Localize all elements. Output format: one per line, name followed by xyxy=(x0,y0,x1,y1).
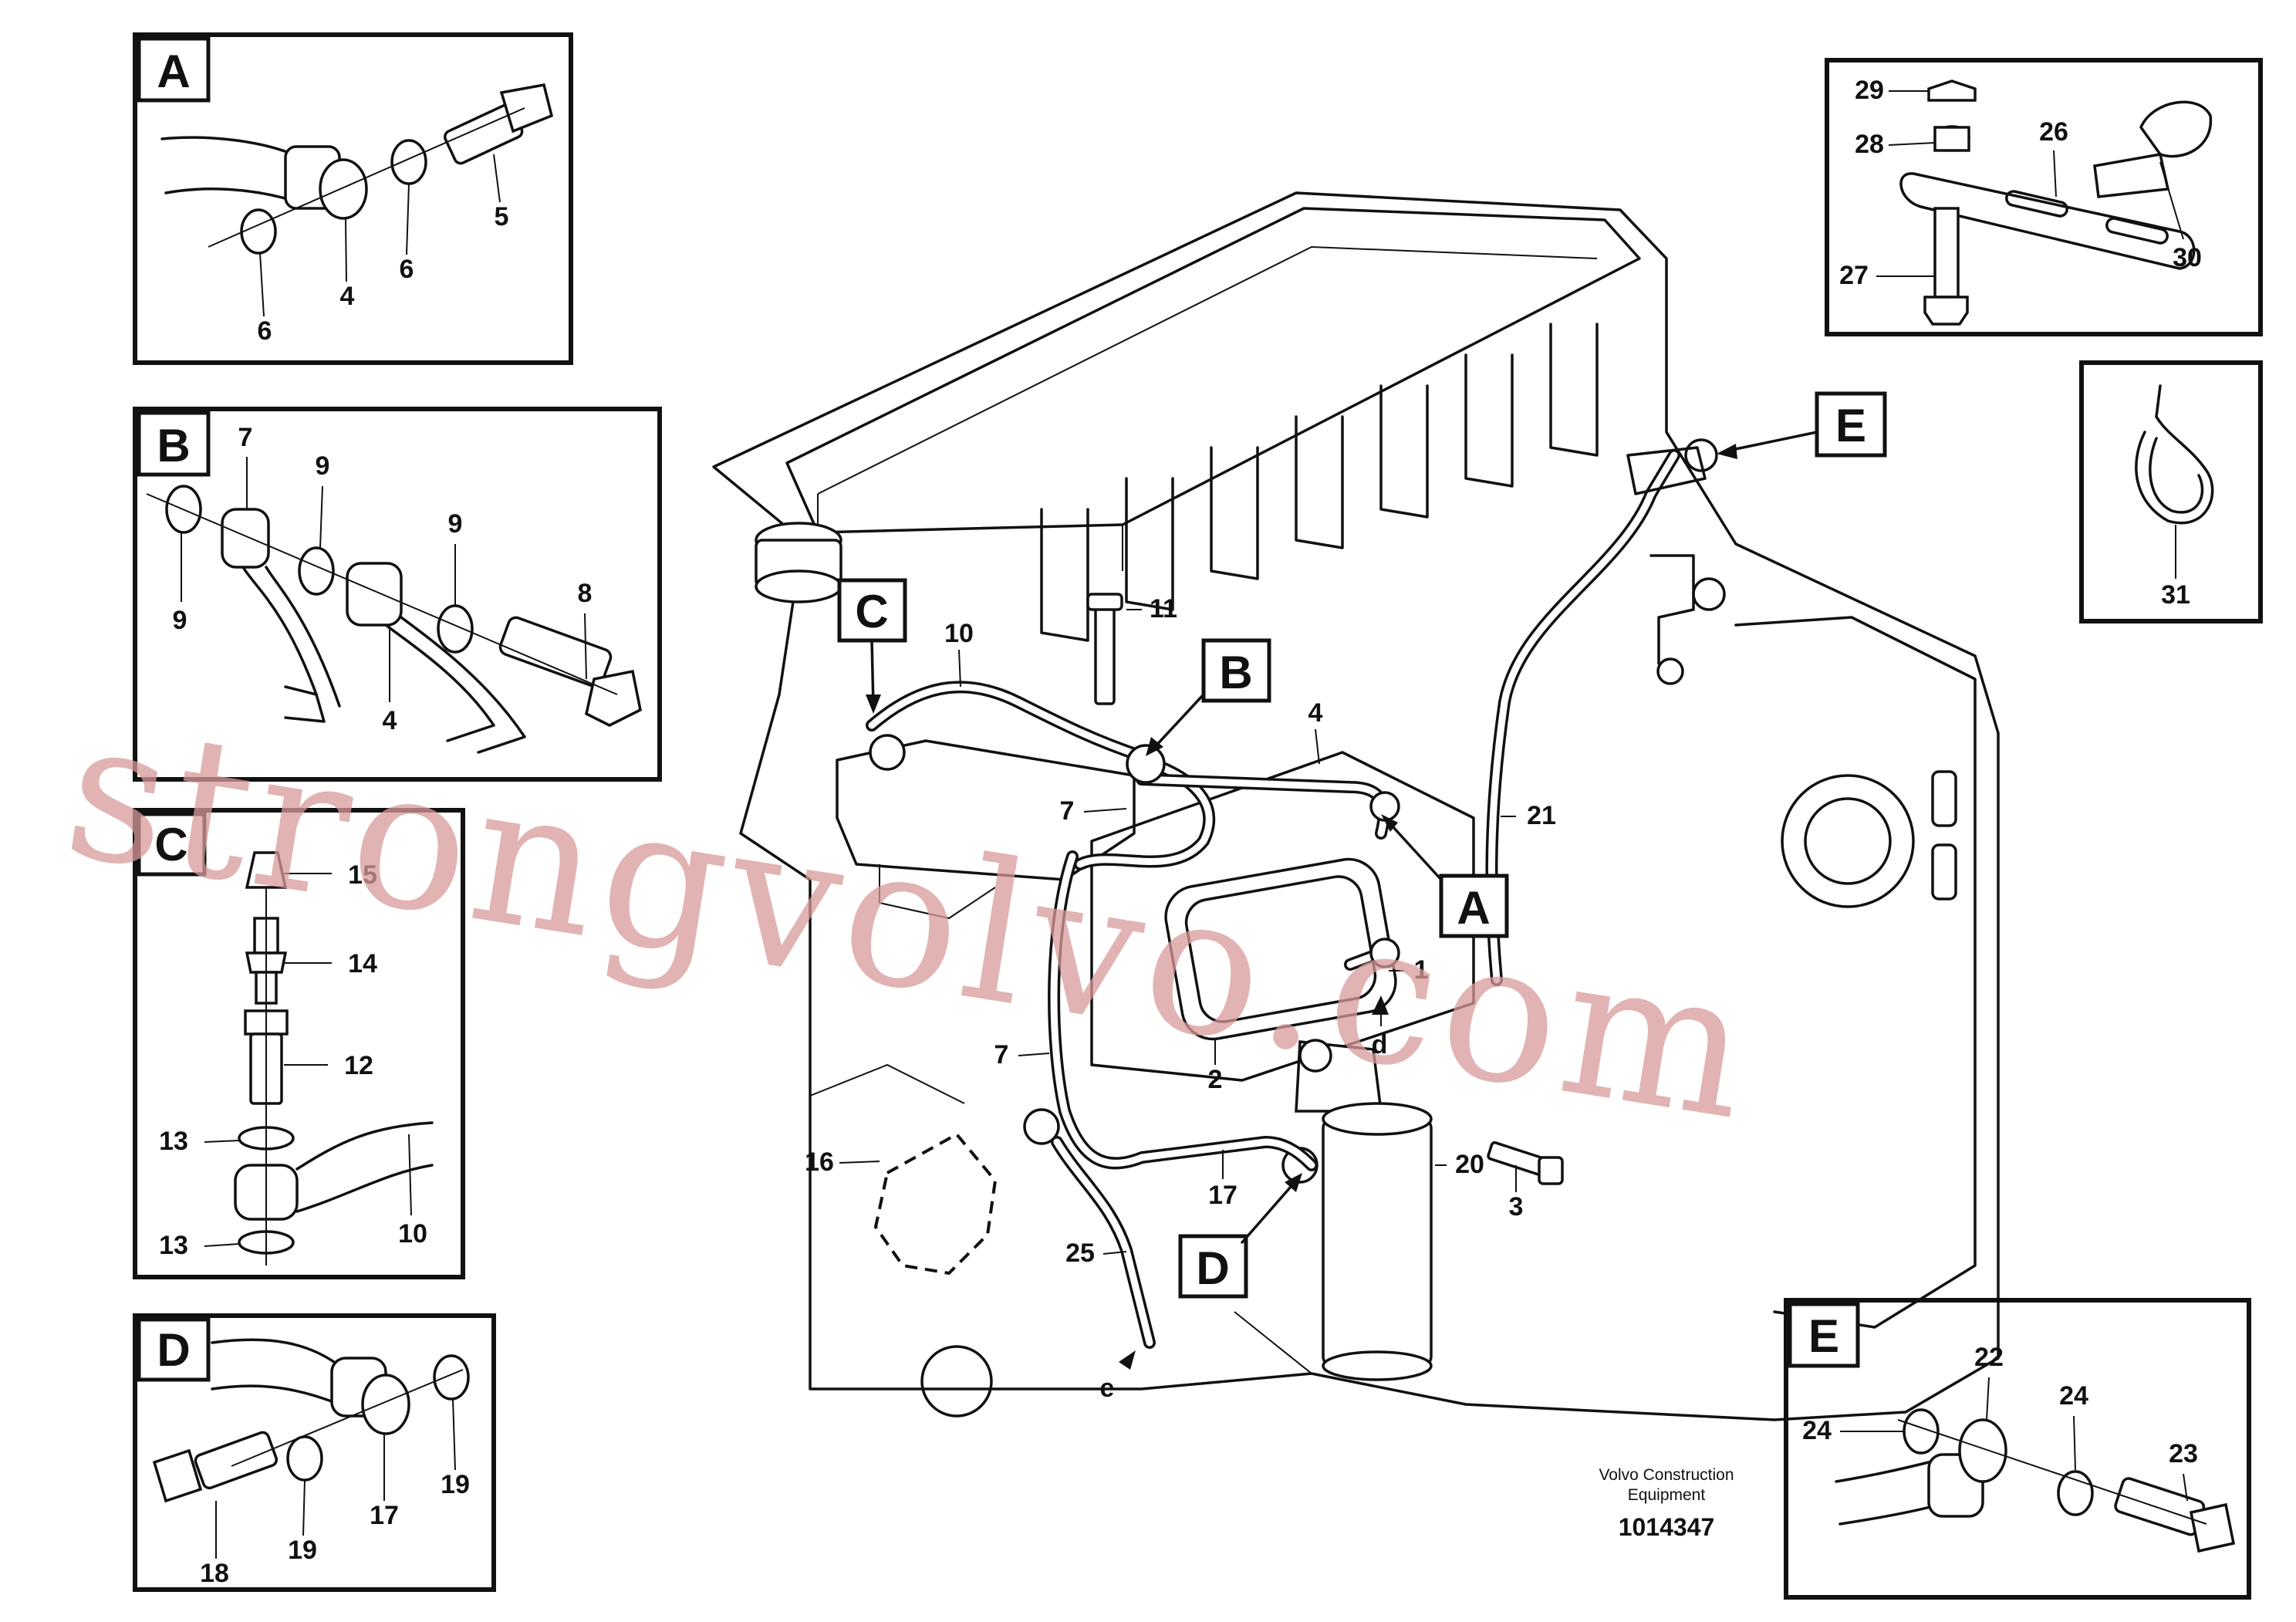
detail-c-label-15: 15 xyxy=(348,860,377,890)
engine-main-view xyxy=(712,191,2000,1421)
main-direction-d: d xyxy=(1372,1030,1388,1059)
detail-d-label-19-left: 19 xyxy=(288,1536,317,1565)
footer-company-line2: Equipment xyxy=(1628,1486,1706,1504)
svg-text:A: A xyxy=(1457,882,1490,934)
detail-clip-panel: 31 xyxy=(2079,360,2263,623)
bracket-label-27: 27 xyxy=(1839,261,1869,290)
detail-b-label-9-mid: 9 xyxy=(448,509,463,539)
detail-c-label-12: 12 xyxy=(344,1051,373,1080)
detail-b-label-9-left: 9 xyxy=(173,606,187,635)
watermark-text: strongvolvo.com xyxy=(52,676,1768,1164)
main-label-3: 3 xyxy=(1509,1192,1524,1222)
banjo-bolt-8 xyxy=(498,616,642,727)
detail-c-label-14: 14 xyxy=(348,949,377,978)
detail-d-letter: D xyxy=(157,1324,190,1376)
main-label-16: 16 xyxy=(805,1147,834,1177)
clip-label-31: 31 xyxy=(2161,580,2190,610)
main-label-20: 20 xyxy=(1455,1150,1484,1179)
detail-b-label-4: 4 xyxy=(383,706,397,735)
bracket-label-26: 26 xyxy=(2039,117,2068,147)
detail-c-panel: C 15 14 12 13 10 13 xyxy=(133,808,465,1279)
bracket-label-28: 28 xyxy=(1855,130,1884,159)
detail-c-label-10: 10 xyxy=(398,1219,427,1249)
detail-a-letter: A xyxy=(157,46,190,97)
main-label-1: 1 xyxy=(1414,955,1429,985)
detail-a-label-6-left: 6 xyxy=(258,316,272,346)
detail-a-label-6-right: 6 xyxy=(400,255,414,284)
svg-text:C: C xyxy=(855,586,888,637)
valve-cover-ribs xyxy=(1040,323,1599,642)
bolt-3 xyxy=(1487,1140,1564,1185)
main-label-4: 4 xyxy=(1308,698,1323,728)
main-label-21: 21 xyxy=(1527,801,1556,830)
bracket-label-29: 29 xyxy=(1855,76,1884,105)
bracket-label-30: 30 xyxy=(2173,243,2202,272)
svg-text:B: B xyxy=(1219,647,1252,698)
detail-b-label-7: 7 xyxy=(238,423,253,452)
callout-d[interactable]: D xyxy=(1178,1173,1302,1299)
footer-company-line1: Volvo Construction xyxy=(1599,1466,1734,1484)
callout-b[interactable]: B xyxy=(1146,638,1271,756)
detail-d-panel: D 19 18 19 17 xyxy=(133,1313,496,1592)
detail-d-label-19-right: 19 xyxy=(441,1470,470,1499)
detail-b-label-9-top: 9 xyxy=(316,451,330,481)
callout-a[interactable]: A xyxy=(1381,814,1509,938)
detail-c-label-13-top: 13 xyxy=(159,1127,188,1156)
detail-e-label-22: 22 xyxy=(1974,1343,2004,1372)
detail-d-label-17: 17 xyxy=(370,1501,399,1530)
footer-reference: Volvo Construction Equipment 1014347 xyxy=(1599,1466,1734,1541)
detail-e-label-24-left: 24 xyxy=(1802,1416,1832,1445)
part-16-dashed-seal xyxy=(873,1132,998,1276)
banjo-bolt-23 xyxy=(2114,1477,2236,1553)
detail-c-label-13-bottom: 13 xyxy=(159,1231,188,1260)
detail-e-panel: E 22 24 24 23 xyxy=(1784,1298,2251,1600)
detail-a-label-4: 4 xyxy=(340,282,355,311)
oil-filter xyxy=(1281,1039,1433,1381)
callout-e[interactable]: E xyxy=(1717,391,1887,459)
banjo-bolt-5 xyxy=(444,83,554,165)
svg-text:E: E xyxy=(1835,400,1866,451)
detail-a-label-5: 5 xyxy=(495,202,509,231)
main-label-10: 10 xyxy=(944,619,974,648)
detail-e-label-24-right: 24 xyxy=(2059,1381,2088,1411)
bolt-11 xyxy=(1086,593,1123,705)
main-label-17: 17 xyxy=(1208,1181,1237,1210)
main-label-2: 2 xyxy=(1208,1065,1223,1094)
main-label-7-top: 7 xyxy=(1060,796,1075,826)
detail-b-label-8: 8 xyxy=(578,579,593,608)
detail-b-letter: B xyxy=(157,420,190,471)
detail-b-panel: B 7 9 9 9 8 4 xyxy=(133,407,662,782)
svg-text:D: D xyxy=(1196,1242,1229,1294)
banjo-bolt-18 xyxy=(152,1431,279,1503)
footer-reference-number: 1014347 xyxy=(1619,1513,1715,1541)
oil-filler-cap xyxy=(755,522,842,603)
detail-e-letter: E xyxy=(1808,1310,1839,1362)
detail-c-letter: C xyxy=(154,819,187,870)
detail-bracket-panel: 29 28 26 30 27 xyxy=(1825,58,2263,336)
callout-c[interactable]: C xyxy=(837,578,907,714)
main-part-labels: 1 2 3 4 7 7 10 11 16 17 20 21 25 d e xyxy=(805,594,1556,1403)
main-label-7-mid: 7 xyxy=(994,1040,1009,1070)
main-label-25: 25 xyxy=(1065,1238,1095,1268)
detail-a-panel: A 5 6 4 6 xyxy=(133,32,573,365)
detail-e-label-23: 23 xyxy=(2169,1439,2198,1468)
main-label-11: 11 xyxy=(1150,594,1177,623)
main-direction-e: e xyxy=(1100,1374,1115,1403)
detail-d-label-18: 18 xyxy=(200,1559,229,1588)
